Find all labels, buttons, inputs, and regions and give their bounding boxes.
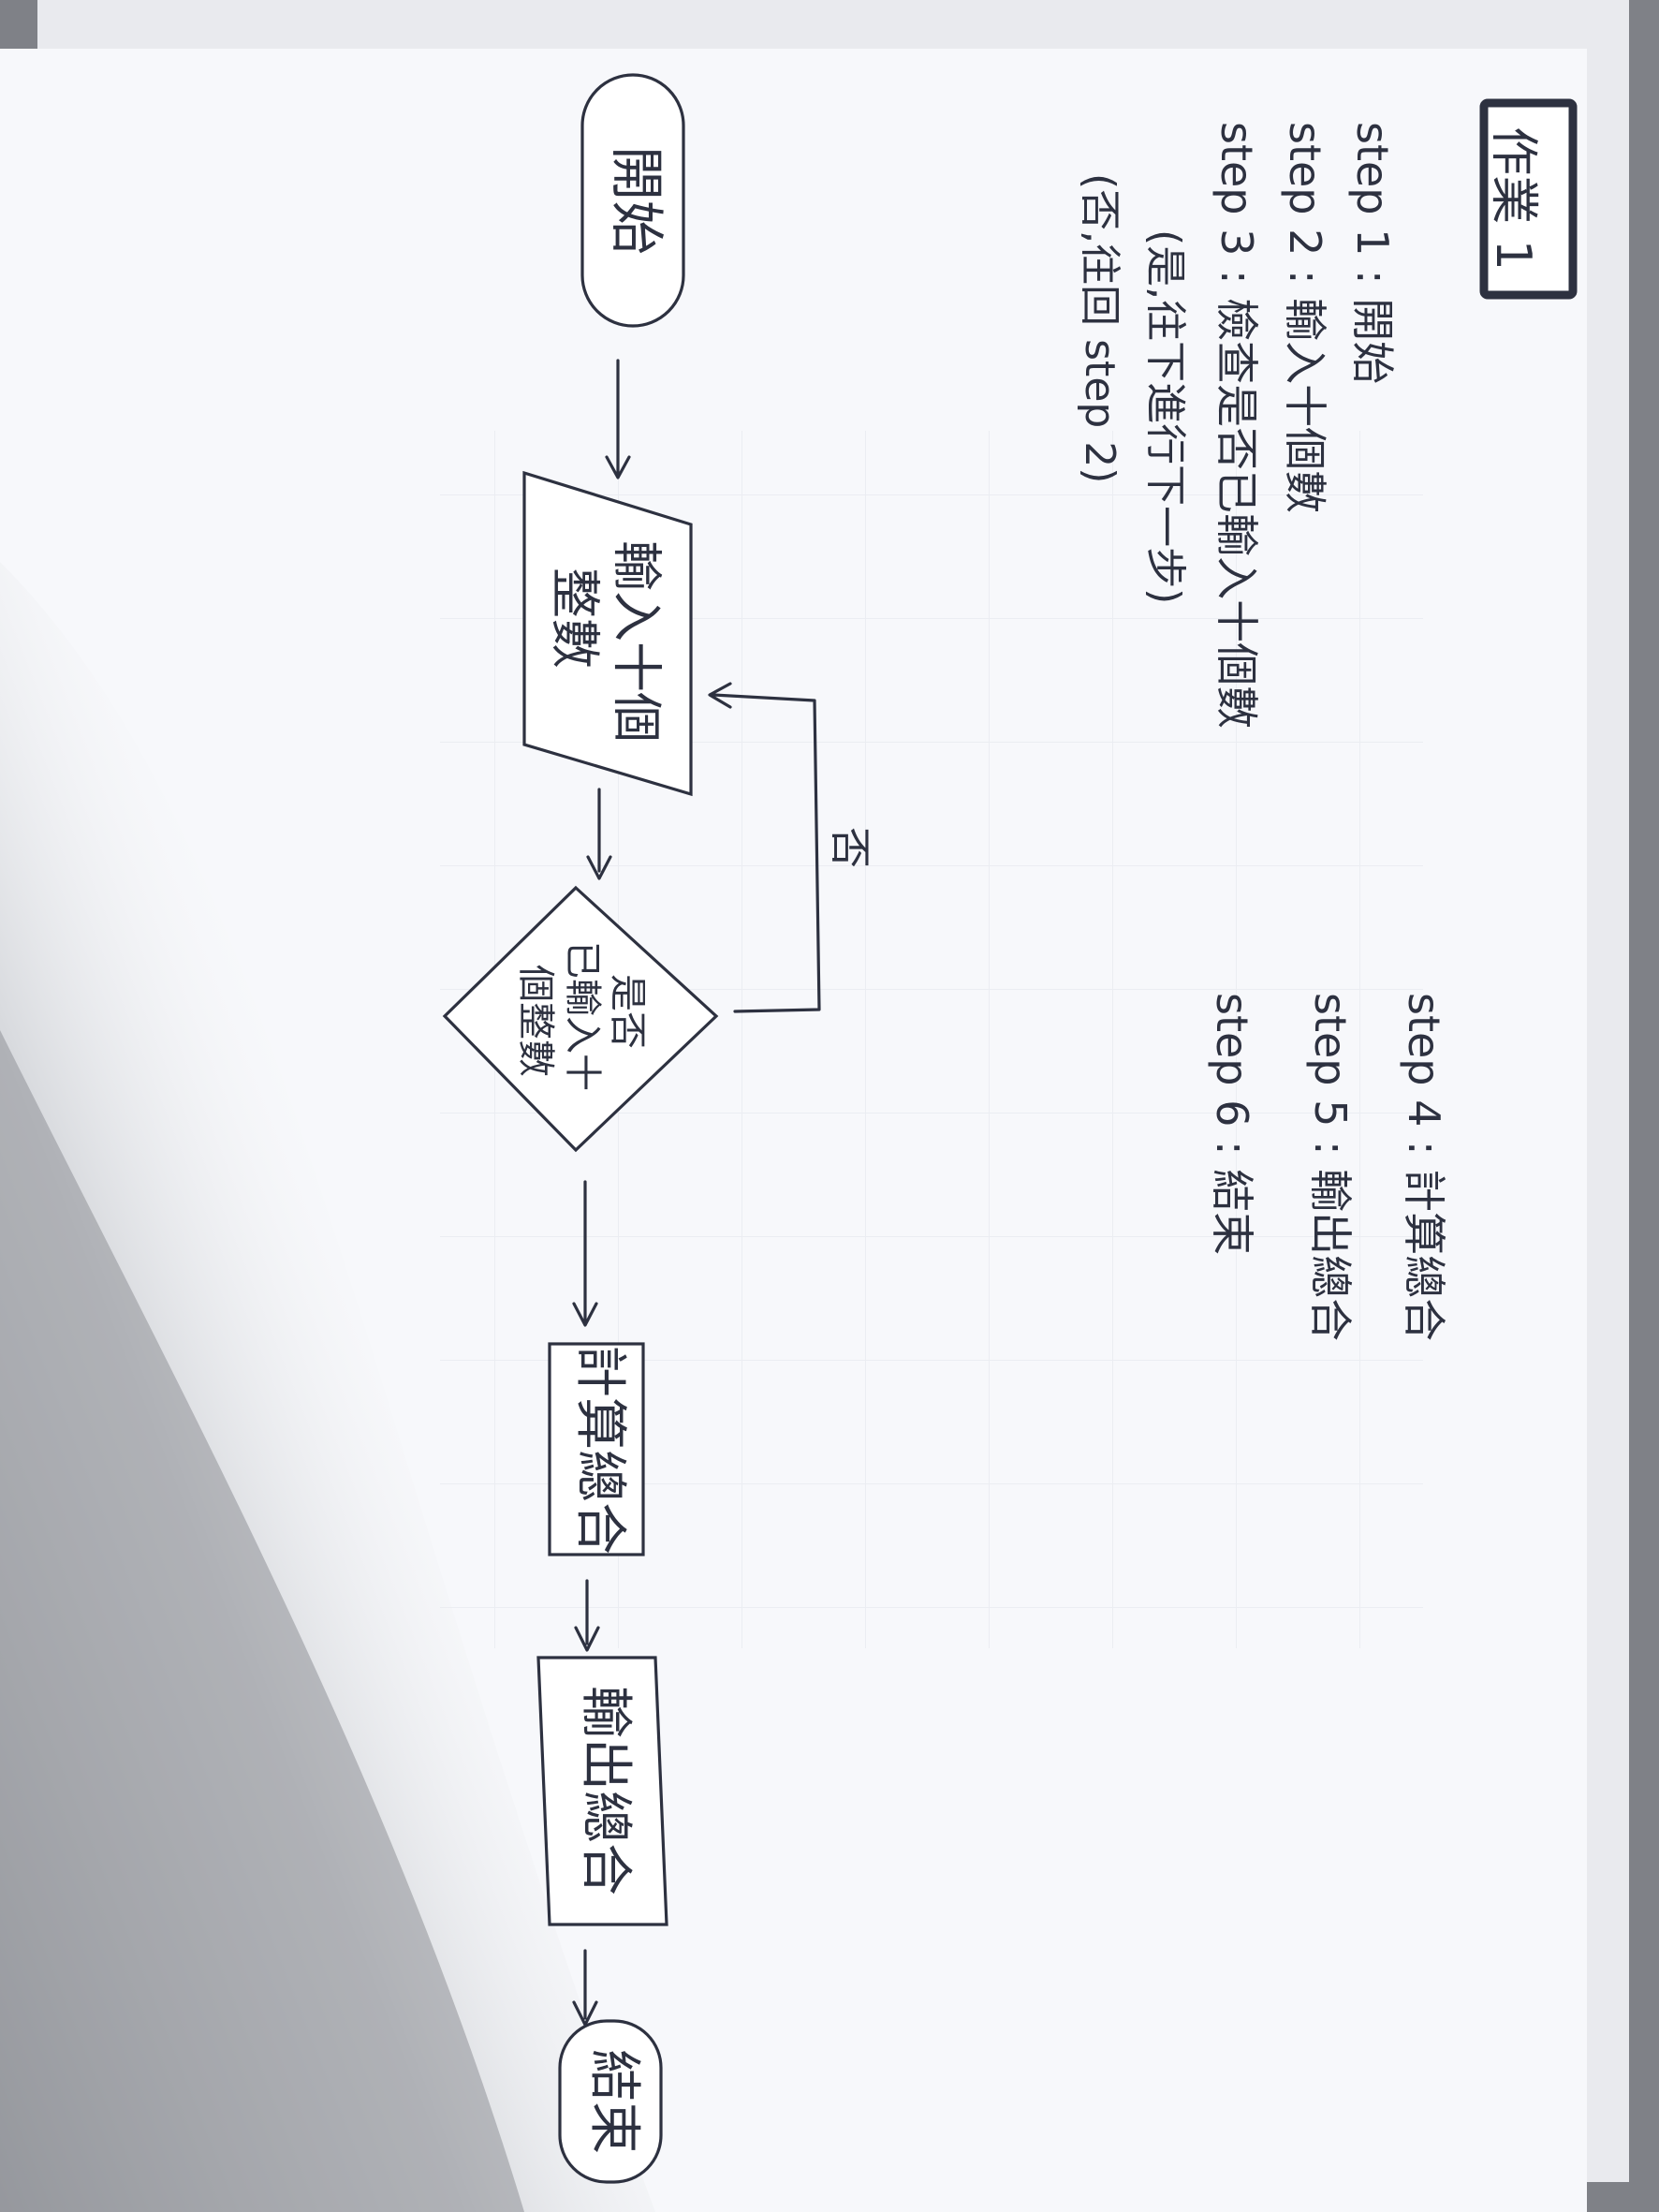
decision-node: 是否 已輸入十 個整數 xyxy=(442,885,719,1153)
start-node: 開始 xyxy=(580,73,685,328)
step-5-text: step 5 : 輸出總合 xyxy=(1305,993,1356,1341)
steps-list: step 1 : 開始 step 2 : 輸入十個數 step 3 : 檢查是否… xyxy=(1076,122,1449,1341)
arrow-compute-to-output xyxy=(574,1579,600,1652)
title-block: 作業 1 xyxy=(1479,98,1578,300)
step-2-text: step 2 : 輸入十個數 xyxy=(1280,122,1330,513)
end-node: 結束 xyxy=(558,2019,663,2184)
start-label: 開始 xyxy=(605,146,668,255)
input-node: 輸入十個 整數 xyxy=(522,470,693,797)
arrow-start-to-input xyxy=(605,359,631,479)
arrow-no-loop xyxy=(708,682,821,1013)
decision-label-line2: 已輸入十 xyxy=(561,941,604,1091)
compute-label: 計算總合 xyxy=(569,1345,630,1555)
input-parallelogram xyxy=(522,470,693,797)
step-4-text: step 4 : 計算總合 xyxy=(1399,993,1449,1341)
end-label: 結束 xyxy=(583,2049,644,2154)
arrow-output-to-end xyxy=(572,1949,598,2027)
step-6-text: step 6 : 結束 xyxy=(1207,993,1257,1255)
step-3-text: step 3 : 檢查是否已輸入十個數 xyxy=(1211,122,1262,729)
decision-diamond xyxy=(442,885,719,1153)
input-label-line1: 輸入十個 xyxy=(607,540,666,743)
decision-label-line3: 個整數 xyxy=(514,965,557,1077)
input-label-line2: 整數 xyxy=(545,568,604,669)
no-label: 否 xyxy=(826,827,874,868)
output-parallelogram xyxy=(536,1656,668,1926)
step-1-text: step 1 : 開始 xyxy=(1347,122,1398,384)
output-label: 輸出總合 xyxy=(575,1686,636,1895)
arrow-input-to-decision xyxy=(586,788,612,880)
start-terminator xyxy=(580,73,685,328)
shadow-overlay-2 xyxy=(0,1030,524,2212)
end-terminator xyxy=(558,2019,663,2184)
compute-node: 計算總合 xyxy=(548,1342,645,1556)
decision-label-line1: 是否 xyxy=(606,974,649,1049)
title-box xyxy=(1479,98,1578,300)
compute-rect xyxy=(548,1342,645,1556)
arrow-decision-to-compute xyxy=(572,1180,598,1327)
step-3-yes-text: (是,往下進行下一步) xyxy=(1141,229,1189,604)
step-3-no-text: (否,往回 step 2) xyxy=(1076,173,1123,483)
output-node: 輸出總合 xyxy=(536,1656,668,1926)
title-text: 作業 1 xyxy=(1485,126,1541,271)
